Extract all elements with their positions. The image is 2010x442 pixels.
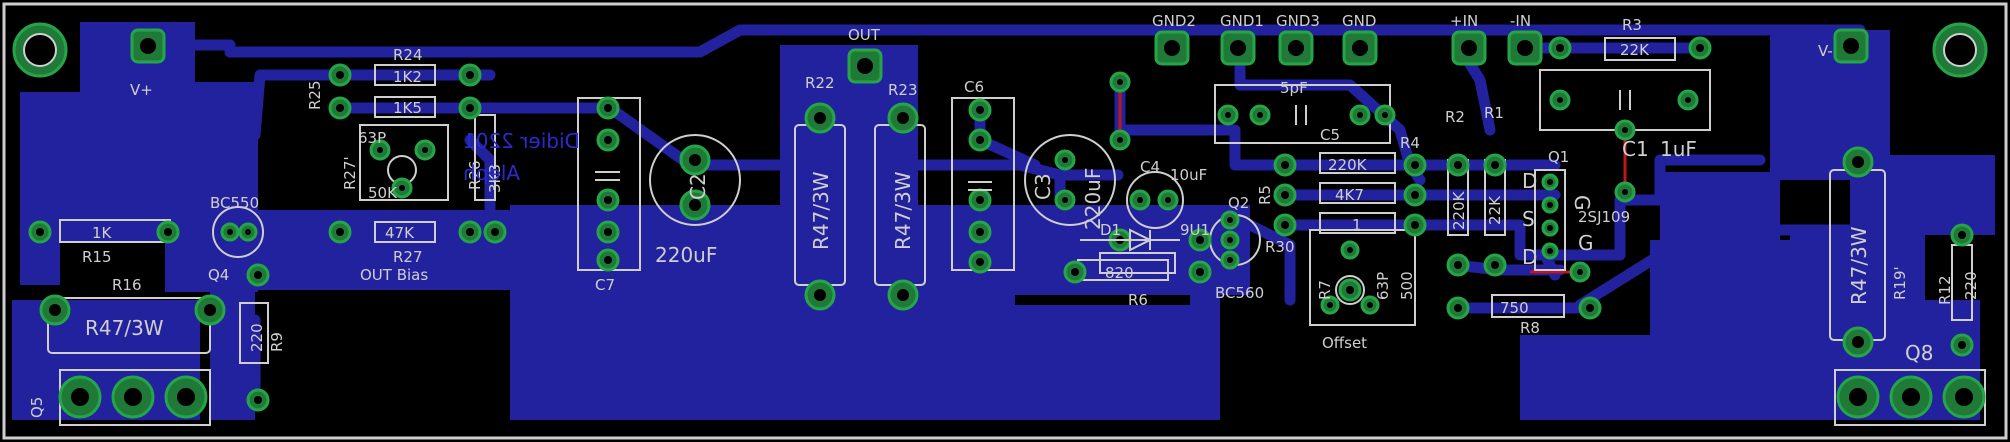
label-c6: C6 <box>964 78 984 96</box>
label-q1-d: D <box>1522 169 1537 193</box>
label-r27p: R27' <box>341 156 359 190</box>
label-c2: C2 <box>686 173 710 200</box>
label-r5: R5 <box>1256 185 1274 205</box>
silkscreen-labels: V+ V- OUT GND2 GND1 GND3 GND +IN -IN R3 … <box>28 12 1980 418</box>
label-gnd1: GND1 <box>1220 12 1264 30</box>
label-r16: R16 <box>112 276 142 294</box>
label-plus-in: +IN <box>1450 12 1478 30</box>
label-bc560: BC560 <box>1215 284 1264 302</box>
label-q1-part: 2SJ109 <box>1578 208 1630 226</box>
label-r30: R30 <box>1265 238 1295 256</box>
label-r2-val: 220K <box>1450 190 1468 230</box>
label-c2-val: 220uF <box>655 243 717 267</box>
label-r7-63p: 63P <box>1374 272 1392 300</box>
label-r3: R3 <box>1622 16 1642 34</box>
label-gnd3: GND3 <box>1276 12 1320 30</box>
label-r12: R12 <box>1936 275 1954 305</box>
label-q1: Q1 <box>1548 148 1569 166</box>
label-r30-val: 1 <box>1352 216 1362 234</box>
label-q1-s: S <box>1522 207 1535 231</box>
label-c5: C5 <box>1320 126 1340 144</box>
label-r3-val: 22K <box>1620 41 1650 59</box>
label-q5: Q5 <box>28 397 46 418</box>
label-r24: R24 <box>393 46 423 64</box>
label-minus-in: -IN <box>1510 12 1531 30</box>
label-bc550: BC550 <box>210 194 259 212</box>
label-out-bias: OUT Bias <box>360 266 428 284</box>
label-r27-val: 47K <box>385 224 415 242</box>
label-c7: C7 <box>595 276 615 294</box>
label-gnd: GND <box>1342 12 1376 30</box>
label-q4: Q4 <box>208 266 229 284</box>
label-r26-val: 3K3 <box>486 164 504 193</box>
power-pads <box>39 102 1874 358</box>
label-pot-val: 50K <box>368 184 398 202</box>
label-r8-val: 750 <box>1500 299 1529 317</box>
label-r1-val: 22K <box>1486 195 1504 225</box>
label-63p: 63P <box>358 129 386 147</box>
label-r6-val: 820 <box>1105 264 1134 282</box>
label-c3-val: 220uF <box>1081 168 1105 230</box>
label-r15: R15 <box>82 248 112 266</box>
label-gnd2: GND2 <box>1152 12 1196 30</box>
label-r15-val: 1K <box>92 224 113 242</box>
pads <box>28 28 1986 426</box>
mounting-holes <box>12 22 1988 78</box>
label-r9-val: 220 <box>248 323 266 352</box>
label-r26: R26 <box>466 160 484 190</box>
label-r25: R25 <box>306 80 324 110</box>
diode-d1 <box>1080 228 1180 252</box>
cap-symbols <box>595 90 1631 191</box>
label-r12-val: 220 <box>1962 271 1980 300</box>
label-r4: R4 <box>1400 134 1420 152</box>
label-q2-pins: 9U1 <box>1180 221 1210 239</box>
label-r25-val: 1K5 <box>393 99 422 117</box>
label-q2: Q2 <box>1228 194 1249 212</box>
label-mirror-1: Didier 2201 <box>463 129 580 153</box>
label-r8: R8 <box>1520 319 1540 337</box>
label-r6: R6 <box>1128 291 1148 309</box>
label-q1-g: G <box>1570 195 1594 211</box>
label-c4-val: 10uF <box>1170 166 1207 184</box>
label-d1: D1 <box>1100 221 1121 239</box>
label-c1-val: 1uF <box>1660 137 1697 161</box>
label-out: OUT <box>848 26 881 44</box>
label-q8: Q8 <box>1905 341 1933 365</box>
label-r9: R9 <box>268 332 286 352</box>
round-pads <box>28 36 1974 412</box>
label-r2: R2 <box>1445 108 1465 126</box>
q8-footprint <box>1834 369 1986 426</box>
mount-hole-right <box>1932 22 1988 78</box>
label-r7: R7 <box>1316 280 1334 300</box>
label-r23-val: R47/3W <box>891 171 915 250</box>
label-r5-val: 4K7 <box>1335 186 1364 204</box>
mount-hole-left <box>12 22 68 78</box>
label-offset: Offset <box>1322 334 1367 352</box>
label-r22-val: R47/3W <box>809 171 833 250</box>
label-r4-val: 220K <box>1328 156 1368 174</box>
label-r19-val: R47/3W <box>1847 226 1871 305</box>
label-vplus: V+ <box>130 81 153 99</box>
label-r19: R19' <box>1891 266 1909 300</box>
label-q1-g2: G <box>1578 231 1594 255</box>
q5-footprint <box>58 369 211 426</box>
label-mirror-2: Aleph <box>463 161 520 185</box>
label-r16-val: R47/3W <box>85 316 164 340</box>
label-r23: R23 <box>888 81 918 99</box>
label-r22: R22 <box>805 74 835 92</box>
label-r7-val: 500 <box>1398 271 1416 300</box>
label-c3: C3 <box>1031 173 1055 200</box>
copper-pours <box>12 22 1995 420</box>
label-r24-val: 1K2 <box>393 68 422 86</box>
label-vminus: V- <box>1818 42 1833 60</box>
label-q1-d2: D <box>1522 245 1537 269</box>
label-r1: R1 <box>1484 104 1504 122</box>
mirrored-text: Didier 2201 Aleph <box>463 129 580 185</box>
label-c4: C4 <box>1140 158 1160 176</box>
label-c1: C1 <box>1622 137 1649 161</box>
label-r27: R27 <box>393 248 423 266</box>
label-c5-val: 5pF <box>1280 79 1308 97</box>
